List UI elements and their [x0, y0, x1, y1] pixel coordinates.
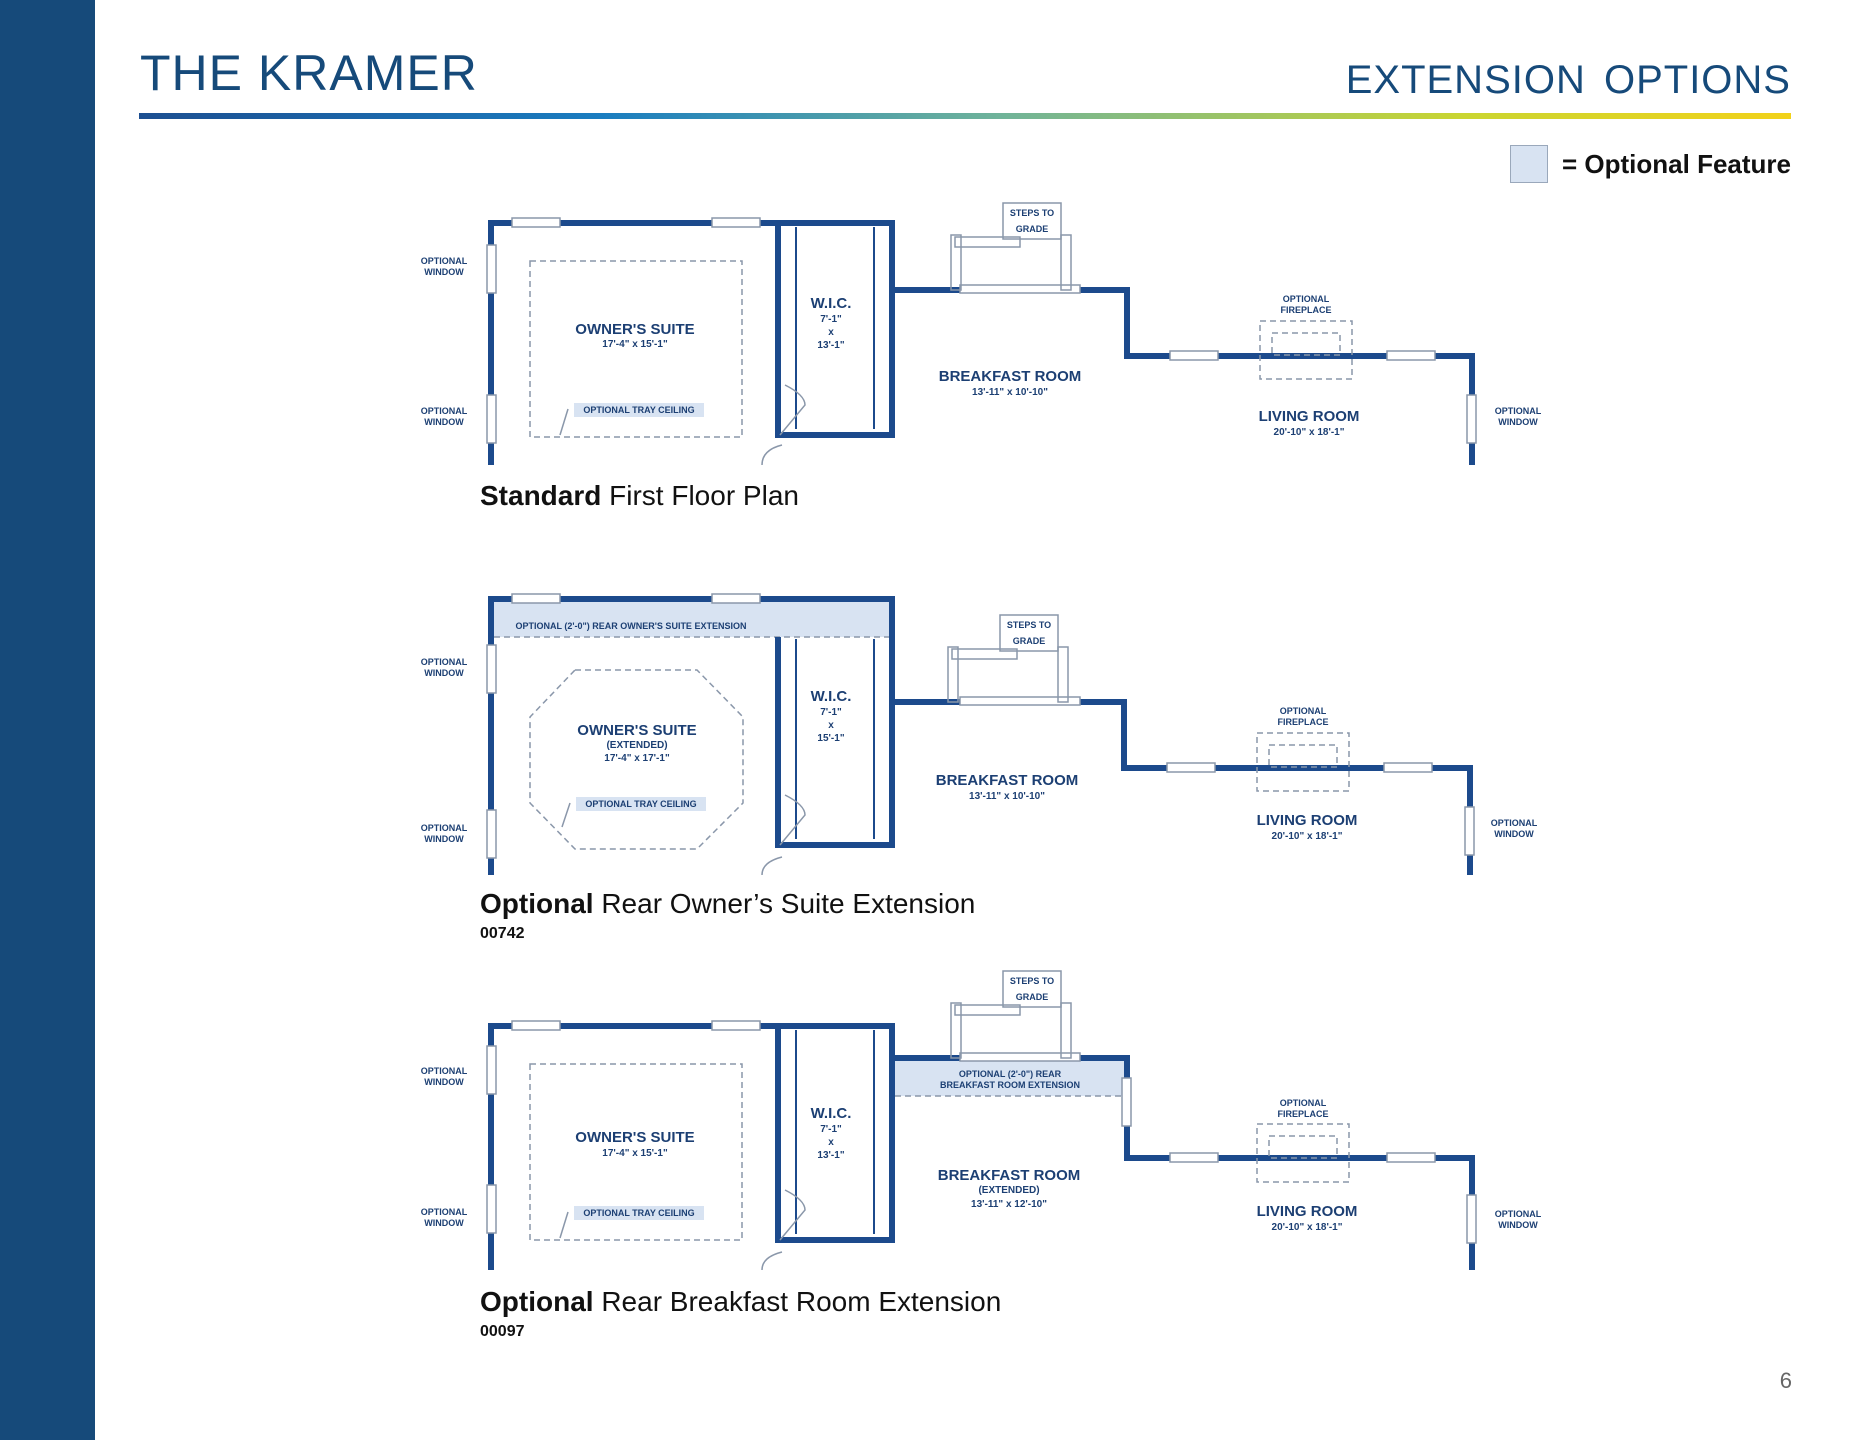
wic-label: W.I.C. [811, 688, 852, 705]
steps-l1: STEPS TO [1010, 976, 1054, 986]
breakfast-room-label: BREAKFAST ROOM [936, 772, 1079, 789]
floor-plan-standard: OPTIONAL WINDOW OPTIONAL WINDOW OPTIONAL… [421, 202, 1542, 466]
caption-rest: Rear Owner’s Suite Extension [593, 888, 976, 919]
plan-breakfast-extension: OPTIONAL WINDOW OPTIONAL WINDOW OPTIONAL… [400, 970, 1550, 1270]
opt-window-3-l2: WINDOW [1498, 1220, 1538, 1230]
plan-caption-breakfast-extension: Optional Rear Breakfast Room Extension [480, 1286, 1001, 1318]
wic-dim-3: 13'-1" [817, 340, 844, 351]
wic-dim-2: x [828, 720, 834, 731]
opt-window-1-l2: WINDOW [424, 668, 464, 678]
tray-ceiling-label: OPTIONAL TRAY CEILING [583, 405, 694, 415]
wic-dim-2: x [828, 1137, 834, 1148]
caption-bold: Optional [480, 1286, 594, 1317]
opt-window-2-l1: OPTIONAL [421, 823, 468, 833]
legend-swatch [1510, 145, 1548, 183]
owners-suite-dim: 17'-4" x 15'-1" [602, 339, 668, 350]
living-room-label: LIVING ROOM [1259, 408, 1360, 425]
plan-caption-standard: Standard First Floor Plan [480, 480, 799, 512]
opt-window-3-l2: WINDOW [1494, 829, 1534, 839]
opt-window-1-l1: OPTIONAL [421, 256, 468, 266]
fireplace-l1: OPTIONAL [1280, 706, 1327, 716]
extension-label: OPTIONAL (2'-0") REAR OWNER'S SUITE EXTE… [516, 621, 747, 631]
sidebar-band [0, 0, 95, 1440]
opt-window-1-l1: OPTIONAL [421, 1066, 468, 1076]
plan-owners-extension: OPTIONAL WINDOW OPTIONAL WINDOW OPTIONAL… [400, 585, 1550, 885]
opt-window-3-l1: OPTIONAL [1495, 406, 1542, 416]
owners-suite-dim: 17'-4" x 15'-1" [602, 1148, 668, 1159]
living-room-dim: 20'-10" x 18'-1" [1274, 427, 1345, 438]
extension-label-l2: BREAKFAST ROOM EXTENSION [940, 1080, 1080, 1090]
fireplace-l1: OPTIONAL [1280, 1098, 1327, 1108]
fireplace-l2: FIREPLACE [1277, 717, 1328, 727]
tray-ceiling-label: OPTIONAL TRAY CEILING [583, 1208, 694, 1218]
page-number: 6 [1779, 1368, 1792, 1393]
extension-label-l1: OPTIONAL (2'-0") REAR [959, 1069, 1062, 1079]
opt-window-3-l2: WINDOW [1498, 417, 1538, 427]
owners-suite-label: OWNER'S SUITE [577, 722, 696, 739]
opt-window-2-l2: WINDOW [424, 1218, 464, 1228]
plan-code: 00097 [480, 1323, 525, 1340]
opt-window-3-l1: OPTIONAL [1491, 818, 1538, 828]
steps-l1: STEPS TO [1010, 208, 1054, 218]
floor-plan-owners-extension: OPTIONAL WINDOW OPTIONAL WINDOW OPTIONAL… [421, 593, 1538, 876]
wic-label: W.I.C. [811, 295, 852, 312]
wic-dim-1: 7'-1" [820, 1124, 842, 1135]
plan-standard: OPTIONAL WINDOW OPTIONAL WINDOW OPTIONAL… [400, 195, 1550, 475]
optional-extension-area [494, 601, 889, 637]
page-title: THE KRAMER [140, 45, 478, 101]
caption-bold: Optional [480, 888, 594, 919]
breakfast-room-label: BREAKFAST ROOM [939, 368, 1082, 385]
legend: = Optional Feature [1510, 145, 1791, 183]
tray-ceiling-label: OPTIONAL TRAY CEILING [585, 799, 696, 809]
owners-suite-label: OWNER'S SUITE [575, 1129, 694, 1146]
breakfast-room-dim: 13'-11" x 12'-10" [971, 1199, 1047, 1210]
steps-l1: STEPS TO [1007, 620, 1051, 630]
living-room-label: LIVING ROOM [1257, 812, 1358, 829]
tray-ceiling-tag [576, 797, 706, 811]
living-room-dim: 20'-10" x 18'-1" [1272, 831, 1343, 842]
opt-window-2-l2: WINDOW [424, 417, 464, 427]
gradient-rule [139, 113, 1791, 119]
wic-dim-3: 15'-1" [817, 733, 844, 744]
optional-extension-area [895, 1060, 1127, 1096]
fireplace-l2: FIREPLACE [1280, 305, 1331, 315]
caption-rest: Rear Breakfast Room Extension [593, 1286, 1002, 1317]
opt-window-1-l2: WINDOW [424, 267, 464, 277]
tray-ceiling-tag [574, 1206, 704, 1220]
fireplace-l1: OPTIONAL [1283, 294, 1330, 304]
caption-rest: First Floor Plan [601, 480, 799, 511]
breakfast-room-sub: (EXTENDED) [978, 1185, 1039, 1196]
wic-label: W.I.C. [811, 1105, 852, 1122]
steps-l2: GRADE [1016, 992, 1049, 1002]
breakfast-room-label: BREAKFAST ROOM [938, 1167, 1081, 1184]
living-room-dim: 20'-10" x 18'-1" [1272, 1222, 1343, 1233]
steps-l2: GRADE [1013, 636, 1046, 646]
opt-window-2-l1: OPTIONAL [421, 406, 468, 416]
steps-l2: GRADE [1016, 224, 1049, 234]
breakfast-room-dim: 13'-11" x 10'-10" [969, 791, 1045, 802]
wic-dim-3: 13'-1" [817, 1150, 844, 1161]
owners-suite-label: OWNER'S SUITE [575, 321, 694, 338]
wic-dim-1: 7'-1" [820, 707, 842, 718]
wic-dim-1: 7'-1" [820, 314, 842, 325]
tray-ceiling-tag [574, 403, 704, 417]
opt-window-1-l2: WINDOW [424, 1077, 464, 1087]
plan-caption-owners-extension: Optional Rear Owner’s Suite Extension [480, 888, 975, 920]
breakfast-room-dim: 13'-11" x 10'-10" [972, 387, 1048, 398]
section-title: EXTENSION OPTIONS [1345, 58, 1791, 102]
caption-bold: Standard [480, 480, 602, 511]
owners-suite-dim: 17'-4" x 17'-1" [604, 753, 670, 764]
legend-label: = Optional Feature [1562, 148, 1791, 179]
floor-plan-breakfast-extension: OPTIONAL WINDOW OPTIONAL WINDOW OPTIONAL… [421, 970, 1542, 1270]
opt-window-3-l1: OPTIONAL [1495, 1209, 1542, 1219]
opt-window-2-l1: OPTIONAL [421, 1207, 468, 1217]
opt-window-1-l1: OPTIONAL [421, 657, 468, 667]
fireplace-l2: FIREPLACE [1277, 1109, 1328, 1119]
living-room-label: LIVING ROOM [1257, 1203, 1358, 1220]
owners-suite-sub: (EXTENDED) [606, 740, 667, 751]
plan-code: 00742 [480, 925, 525, 942]
opt-window-2-l2: WINDOW [424, 834, 464, 844]
wic-dim-2: x [828, 327, 834, 338]
